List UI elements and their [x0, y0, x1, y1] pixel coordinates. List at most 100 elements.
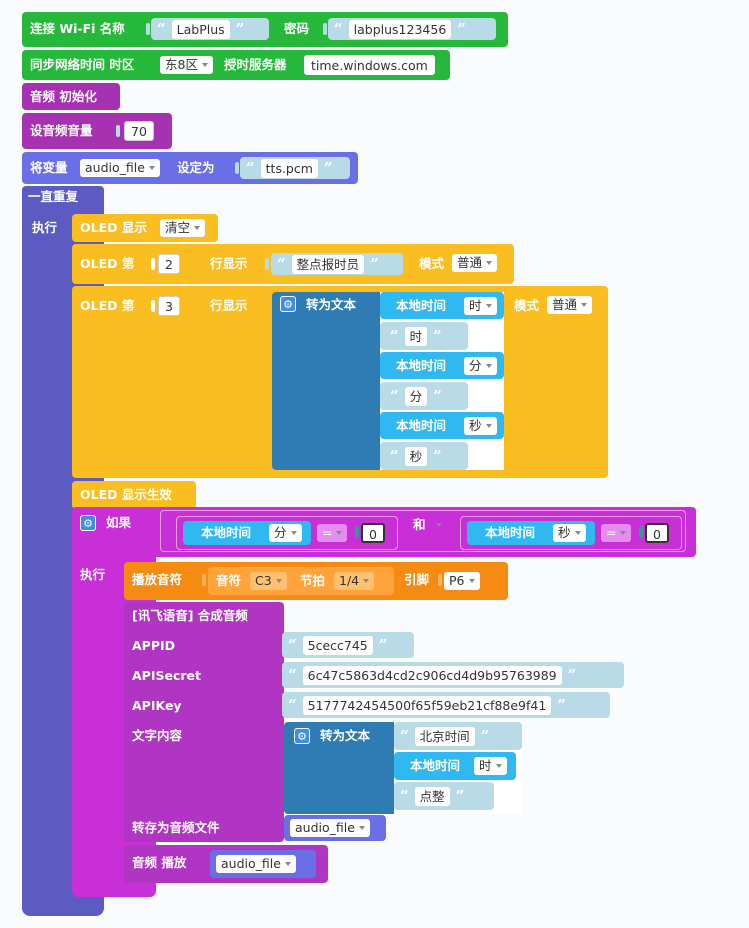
- pin-label: 引脚: [404, 572, 430, 587]
- tts-time-hour-dropdown[interactable]: 时: [474, 757, 507, 775]
- ntp-label: 同步网络时间 时区: [30, 57, 135, 72]
- compare-right-block[interactable]: 本地时间 秒 = 0: [460, 516, 682, 550]
- appid-value[interactable]: 5cecc745: [302, 635, 373, 655]
- left-value[interactable]: 0: [361, 523, 385, 543]
- second-string-value[interactable]: 秒: [404, 446, 428, 466]
- oled-line2-block[interactable]: OLED 第 2 行显示 “整点报时员” 模式 普通: [72, 244, 514, 284]
- set-var-string[interactable]: “tts.pcm”: [240, 157, 350, 179]
- oled-to-text-label: 转为文本: [306, 297, 357, 312]
- audio-play-var-dropdown[interactable]: audio_file: [216, 855, 296, 873]
- on-the-hour-string[interactable]: “点整”: [394, 782, 494, 810]
- volume-value[interactable]: 70: [124, 121, 154, 141]
- and-dropdown[interactable]: [411, 516, 447, 534]
- oled-line2-text[interactable]: 整点报时员: [291, 254, 365, 274]
- wifi-password-string[interactable]: “labplus123456”: [328, 18, 496, 40]
- audio-play-var-block[interactable]: audio_file: [210, 850, 316, 878]
- save-var-block[interactable]: audio_file: [284, 815, 386, 841]
- hour-string-value[interactable]: 时: [404, 326, 428, 346]
- right-time-dropdown[interactable]: 秒: [553, 524, 586, 542]
- audio-init-label: 音频 初始化: [30, 89, 97, 104]
- oled-line3-number[interactable]: 3: [158, 296, 180, 316]
- oled-to-text-block[interactable]: ⚙ 转为文本: [272, 292, 504, 470]
- audio-play-block[interactable]: 音频 播放 audio_file: [124, 845, 328, 883]
- oled-line2-number[interactable]: 2: [158, 254, 180, 274]
- audio-play-label: 音频 播放: [132, 855, 187, 870]
- set-var-label: 将变量: [30, 160, 68, 175]
- wifi-ssid-value[interactable]: LabPlus: [171, 19, 230, 39]
- xunfei-title: [讯飞语音] 合成音频: [132, 608, 248, 623]
- set-to-label: 设定为: [177, 160, 215, 175]
- xunfei-tts-block[interactable]: [讯飞语音] 合成音频 APPID APISecret APIKey 文字内容 …: [124, 602, 284, 842]
- set-var-value[interactable]: tts.pcm: [260, 158, 318, 178]
- forever-do-label: 执行: [32, 220, 58, 235]
- timezone-dropdown[interactable]: 东8区: [160, 56, 213, 74]
- if-label: 如果: [106, 515, 132, 530]
- time-second-dropdown[interactable]: 秒: [464, 417, 497, 435]
- audio-volume-block[interactable]: 设音频音量 70: [22, 113, 172, 149]
- apisecret-string[interactable]: “6c47c5863d4cd2c906cd4d9b95763989”: [282, 662, 624, 688]
- beijing-time-string[interactable]: “北京时间”: [394, 722, 522, 750]
- save-var-dropdown[interactable]: audio_file: [290, 819, 370, 837]
- hour-string[interactable]: “时”: [380, 322, 468, 350]
- right-value[interactable]: 0: [645, 523, 669, 543]
- compare-left-block[interactable]: 本地时间 分 = 0: [176, 516, 398, 550]
- apikey-value[interactable]: 5177742454500f65f59eb21cf88e9f41: [302, 695, 552, 715]
- oled-apply-block[interactable]: OLED 显示生效: [72, 481, 196, 509]
- on-the-hour-value[interactable]: 点整: [414, 786, 450, 806]
- time-second-label: 本地时间: [396, 418, 447, 433]
- oled-clear-dropdown[interactable]: 清空: [160, 219, 206, 237]
- note-beat-block[interactable]: 音符 C3 节拍 1/4: [208, 567, 394, 595]
- wifi-ssid-string[interactable]: “LabPlus”: [151, 18, 269, 40]
- tts-time-hour-block[interactable]: 本地时间 时: [394, 752, 516, 780]
- gear-icon[interactable]: ⚙: [280, 296, 296, 312]
- audio-init-block[interactable]: 音频 初始化: [22, 83, 120, 110]
- left-op-dropdown[interactable]: =: [317, 524, 348, 542]
- and-label: 和: [413, 517, 426, 532]
- beijing-time-value[interactable]: 北京时间: [414, 726, 475, 746]
- time-hour-block[interactable]: 本地时间 时: [380, 292, 504, 319]
- oled-to-text-inner: [380, 292, 504, 470]
- oled-line2-string[interactable]: “整点报时员”: [271, 253, 403, 275]
- gear-icon[interactable]: ⚙: [80, 515, 96, 531]
- ntp-server-field[interactable]: time.windows.com: [304, 55, 435, 75]
- note-dropdown[interactable]: C3: [250, 572, 287, 590]
- volume-label: 设音频音量: [30, 123, 93, 138]
- left-time-block[interactable]: 本地时间 分: [183, 521, 311, 545]
- time-hour-dropdown[interactable]: 时: [464, 297, 497, 315]
- time-minute-block[interactable]: 本地时间 分: [380, 352, 504, 379]
- apisecret-value[interactable]: 6c47c5863d4cd2c906cd4d9b95763989: [302, 665, 562, 685]
- minute-string[interactable]: “分”: [380, 382, 468, 410]
- left-time-dropdown[interactable]: 分: [269, 524, 302, 542]
- wifi-password-value[interactable]: labplus123456: [348, 19, 452, 39]
- oled-line3-mode-dropdown[interactable]: 普通: [547, 296, 593, 314]
- wifi-connect-block[interactable]: 连接 Wi-Fi 名称 “LabPlus” 密码 “labplus123456”: [22, 12, 508, 47]
- note-label: 音符: [216, 573, 242, 588]
- second-string[interactable]: “秒”: [380, 442, 468, 470]
- gear-icon[interactable]: ⚙: [294, 728, 310, 744]
- save-audio-label: 转存为音频文件: [132, 820, 220, 835]
- left-time-label: 本地时间: [201, 525, 252, 540]
- wifi-password-label: 密码: [284, 21, 310, 36]
- beat-dropdown[interactable]: 1/4: [334, 572, 375, 590]
- wifi-label: 连接 Wi-Fi 名称: [30, 21, 125, 36]
- oled-line2-label-a: OLED 第: [80, 256, 135, 271]
- time-minute-dropdown[interactable]: 分: [464, 357, 497, 375]
- oled-show-block[interactable]: OLED 显示 清空: [72, 214, 218, 242]
- oled-line3-label-b: 行显示: [210, 298, 248, 313]
- play-note-block[interactable]: 播放音符 音符 C3 节拍 1/4 引脚 P6: [124, 562, 508, 600]
- set-variable-block[interactable]: 将变量 audio_file 设定为 “tts.pcm”: [22, 152, 358, 184]
- appid-string[interactable]: “5cecc745”: [282, 632, 414, 658]
- oled-line2-mode-dropdown[interactable]: 普通: [452, 254, 498, 272]
- apikey-string[interactable]: “5177742454500f65f59eb21cf88e9f41”: [282, 692, 610, 718]
- right-time-block[interactable]: 本地时间 秒: [467, 521, 595, 545]
- right-time-label: 本地时间: [485, 525, 536, 540]
- oled-line2-mode-label: 模式: [419, 256, 445, 271]
- appid-label: APPID: [132, 638, 176, 653]
- minute-string-value[interactable]: 分: [404, 386, 428, 406]
- if-do-label: 执行: [80, 567, 106, 582]
- right-op-dropdown[interactable]: =: [601, 524, 632, 542]
- ntp-sync-block[interactable]: 同步网络时间 时区 东8区 授时服务器 time.windows.com: [22, 50, 450, 80]
- variable-dropdown[interactable]: audio_file: [80, 159, 160, 177]
- pin-dropdown[interactable]: P6: [444, 572, 480, 590]
- time-second-block[interactable]: 本地时间 秒: [380, 412, 504, 439]
